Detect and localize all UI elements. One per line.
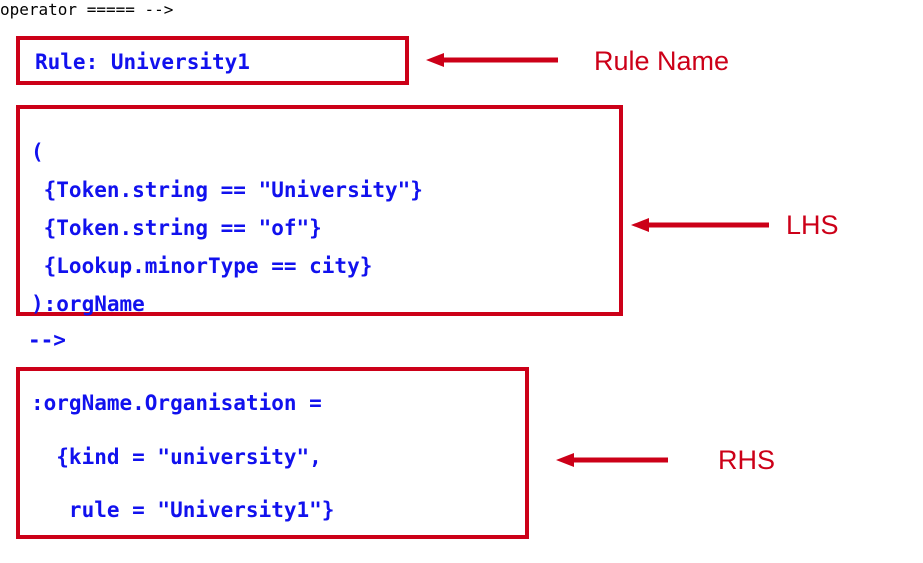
annotation-arrow-left-icon (631, 218, 769, 232)
lhs-code-line: ):orgName (31, 292, 145, 316)
rule-name-text: Rule: University1 (35, 50, 250, 74)
rule-name-box: Rule: University1 (16, 36, 409, 85)
lhs-code-line: {Lookup.minorType == city} (31, 254, 373, 278)
lhs-code-line: {Token.string == "University"} (31, 178, 423, 202)
rhs-code-line: {kind = "university", (31, 445, 322, 469)
annotation-label-lhs: LHS (786, 210, 839, 240)
annotation-label-rule-name: Rule Name (594, 46, 730, 76)
rhs-box: :orgName.Organisation = {kind = "univers… (16, 367, 529, 539)
lhs-code-line: {Token.string == "of"} (31, 216, 322, 240)
lhs-code-line: ( (31, 140, 44, 164)
annotation-arrow-left-icon (426, 53, 558, 67)
rhs-code-line: rule = "University1"} (31, 498, 335, 522)
annotation-label-rhs: RHS (718, 445, 776, 475)
lhs-box: ( {Token.string == "University"} {Token.… (16, 105, 623, 316)
annotation-arrow-left-icon (556, 453, 668, 467)
rule-operator-text: --> (28, 328, 66, 352)
rhs-code-line: :orgName.Organisation = (31, 391, 322, 415)
